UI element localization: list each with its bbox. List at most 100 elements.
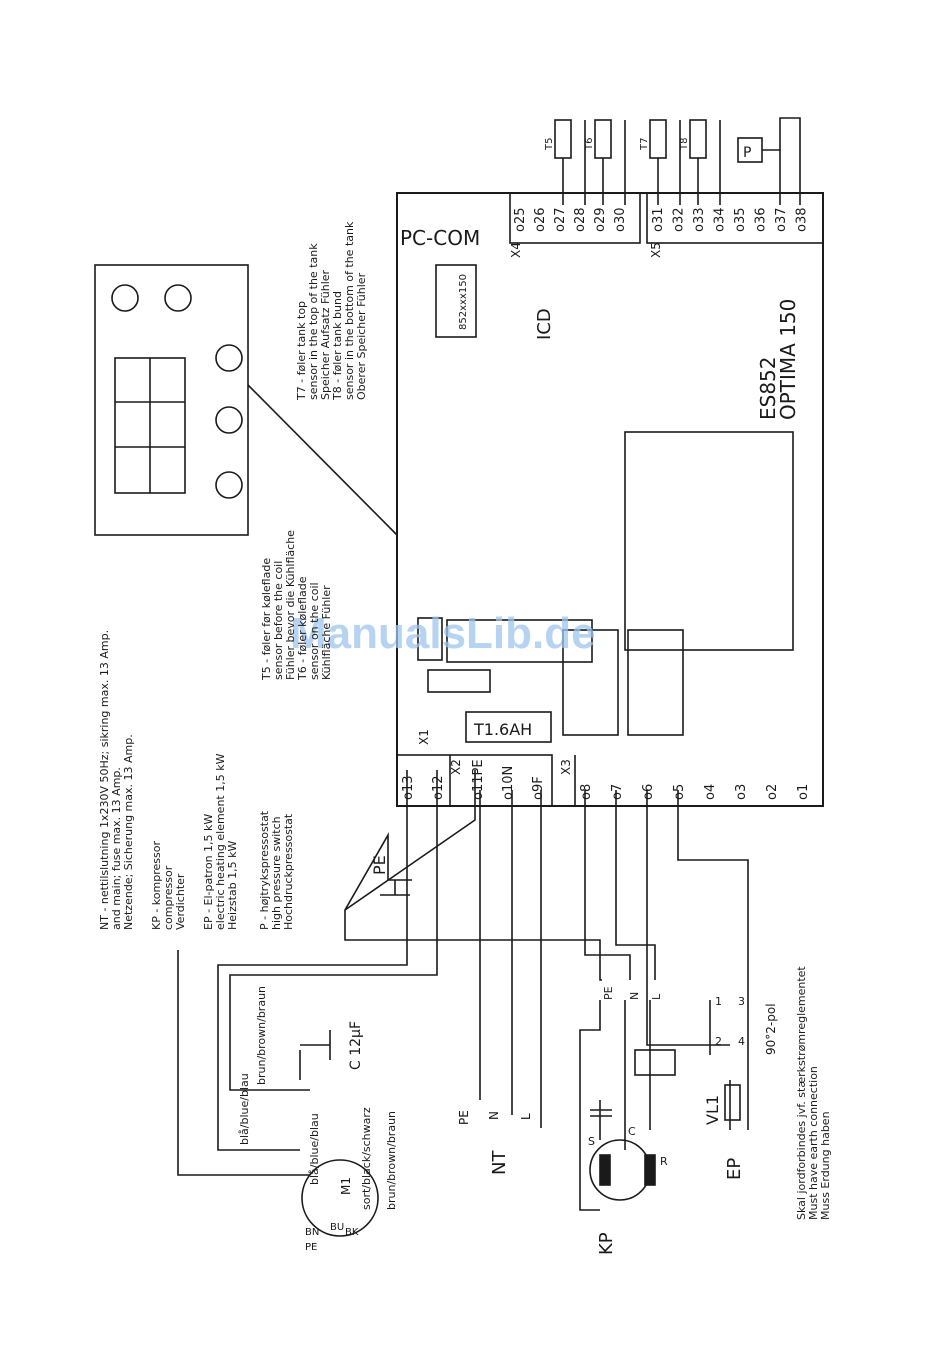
nt-label: NT bbox=[489, 1150, 510, 1175]
legend-earth-line-1: Must have earth connection bbox=[807, 1066, 820, 1220]
legend-t5t6-line-2: Fühler bevor die Kühlfläche bbox=[284, 530, 297, 680]
legend-t5t6-line-1: sensor before the coil bbox=[272, 561, 285, 680]
x1-label: X1 bbox=[417, 729, 431, 745]
legend-p-line-0: P - højtrykspressostat bbox=[258, 810, 271, 930]
pressostat-label: P bbox=[743, 145, 751, 161]
legend-p-line-2: Hochdruckpressostat bbox=[282, 813, 295, 930]
legend-earth: Skal jordforbindes jvf. stærkstrømreglem… bbox=[795, 966, 832, 1220]
kp-terminal-s: S bbox=[588, 1135, 595, 1148]
terminal-x3-7: o7 bbox=[610, 784, 625, 800]
legend-earth-line-0: Skal jordforbindes jvf. stærkstrømreglem… bbox=[795, 966, 808, 1220]
controller-model: ES852 bbox=[756, 356, 780, 420]
x2-label: X2 bbox=[449, 759, 463, 775]
wire-color-2: blå/blue/blau bbox=[238, 1073, 251, 1145]
sensor-t5: T5 bbox=[544, 138, 555, 151]
legend-earth-line-2: Muss Erdung haben bbox=[819, 1111, 832, 1220]
wire-color-5: brun/brown/braun bbox=[385, 1111, 398, 1210]
legend-t7t8-line-0: T7 - føler tank top bbox=[295, 301, 308, 401]
fan-motor bbox=[301, 1159, 379, 1237]
relay-number-4: 4 bbox=[738, 1035, 745, 1048]
legend-nt-line-1: and main; fuse max. 13 Amp. bbox=[110, 767, 123, 930]
terminal-x3-8: o8 bbox=[579, 784, 594, 800]
panel-button-1 bbox=[111, 284, 139, 312]
connector-l: L bbox=[650, 993, 663, 1000]
fuse-label: T1.6AH bbox=[473, 720, 532, 739]
legend-t7t8-line-4: sensor in the bottom of the tank bbox=[343, 221, 356, 400]
motor-pin-bu: BU bbox=[330, 1222, 344, 1233]
relay-number-1: 1 bbox=[715, 995, 722, 1008]
watermark: ManualsLib.de bbox=[290, 609, 596, 658]
panel-button-5 bbox=[215, 471, 243, 499]
panel-button-2 bbox=[164, 284, 192, 312]
legend-t5t6-line-5: Kühlfläche Fühler bbox=[320, 585, 333, 680]
pe-label: PE bbox=[370, 855, 389, 875]
legend-t7t8-line-3: T8 - føler tank bund bbox=[331, 291, 344, 401]
legend-nt: NT - nettilslutning 1x230V 50Hz; sikring… bbox=[98, 630, 135, 930]
legend-t5t6-line-4: sensor on the coil bbox=[308, 582, 321, 680]
legend-kp-line-2: Verdichter bbox=[174, 873, 187, 930]
sensor-t8: T8 bbox=[679, 138, 690, 151]
kp-terminal-c: C bbox=[628, 1125, 636, 1138]
terminal-x5-38: o38 bbox=[795, 208, 810, 233]
legend-t7t8-line-5: Oberer Speicher Fühler bbox=[355, 272, 368, 400]
legend-p-line-1: high pressure switch bbox=[270, 816, 283, 930]
relay-number-2: 2 bbox=[715, 1035, 722, 1048]
panel-button-3 bbox=[215, 344, 243, 372]
terminal-x5-34: o34 bbox=[713, 208, 728, 233]
terminal-x5-36: o36 bbox=[754, 208, 769, 233]
chip-label: 852xxx150 bbox=[458, 274, 469, 330]
legend-t7t8-line-1: sensor in the top of the tank bbox=[307, 243, 320, 400]
terminal-x2-9f: o9F bbox=[531, 776, 546, 800]
vl1-label: VL1 bbox=[703, 1095, 722, 1125]
relay-type-label: 90°2-pol bbox=[764, 1003, 778, 1055]
chip-852xxx150 bbox=[435, 264, 477, 338]
terminal-x2-11pe: o11PE bbox=[471, 759, 486, 800]
x4-label: X4 bbox=[509, 242, 523, 258]
sensor-t6: T6 bbox=[584, 138, 595, 151]
legend-nt-line-0: NT - nettilslutning 1x230V 50Hz; sikring… bbox=[98, 630, 111, 930]
motor-m1-label: M1 bbox=[339, 1177, 353, 1195]
terminal-x4-26: o26 bbox=[533, 208, 548, 233]
legend-nt-line-2: Netzende; Sicherung max. 13 Amp. bbox=[122, 734, 135, 930]
controller-name: OPTIMA 150 bbox=[776, 299, 800, 420]
terminal-x3-5: o5 bbox=[672, 784, 687, 800]
terminal-x5-31: o31 bbox=[651, 208, 666, 233]
legend-kp-line-1: compressor bbox=[162, 865, 175, 930]
large-component bbox=[624, 431, 794, 651]
nt-line-pe: PE bbox=[457, 1110, 471, 1125]
terminal-x5-33: o33 bbox=[692, 208, 707, 233]
terminal-x3-3: o3 bbox=[734, 784, 749, 800]
legend-ep-line-1: electric heating element 1,5 kW bbox=[214, 753, 227, 930]
terminal-x1-12: o12 bbox=[431, 776, 446, 801]
nt-line-l: L bbox=[519, 1113, 533, 1120]
wire-color-3: blå/blue/blau bbox=[308, 1113, 321, 1185]
terminal-x3-1: o1 bbox=[796, 784, 811, 800]
terminal-x4-30: o30 bbox=[613, 208, 628, 233]
motor-pin-pe: PE bbox=[305, 1242, 317, 1253]
terminal-x4-25: o25 bbox=[513, 208, 528, 233]
compressor-symbol bbox=[589, 1139, 651, 1201]
legend-t7t8-line-2: Speicher Aufsatz Fühler bbox=[319, 269, 332, 400]
legend-kp-line-0: KP - kompressor bbox=[150, 841, 163, 930]
terminal-x4-28: o28 bbox=[573, 208, 588, 233]
motor-pin-bn: BN bbox=[305, 1227, 319, 1238]
nt-line-n: N bbox=[487, 1111, 501, 1120]
connector-n: N bbox=[628, 992, 641, 1000]
kp-terminal-r: R bbox=[660, 1155, 668, 1168]
legend-t5t6-line-3: T6 - føler køleflade bbox=[296, 576, 309, 681]
terminal-x3-2: o2 bbox=[765, 784, 780, 800]
pc-com-label: PC-COM bbox=[400, 226, 480, 250]
terminal-x3-6: o6 bbox=[641, 784, 656, 800]
capacitor-label: C 12µF bbox=[348, 1021, 364, 1070]
ep-label: EP bbox=[724, 1158, 745, 1180]
diagram-lines bbox=[94, 117, 824, 1237]
